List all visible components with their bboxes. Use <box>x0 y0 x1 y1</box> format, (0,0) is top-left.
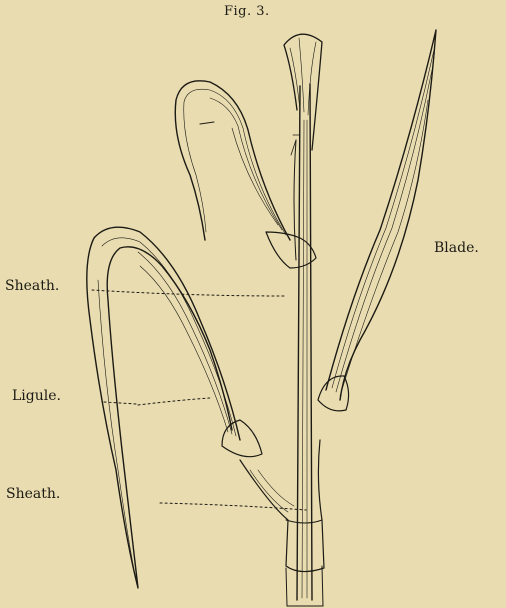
leader-lines <box>92 290 306 510</box>
culm-stem <box>286 84 323 606</box>
left-drooping-blade <box>87 227 262 588</box>
top-blade <box>284 34 322 260</box>
label-ligule: Ligule. <box>12 388 61 404</box>
label-blade: Blade. <box>434 240 479 256</box>
right-blade <box>318 30 436 411</box>
leader-ligule <box>138 398 210 405</box>
figure-title: Fig. 3. <box>224 4 270 19</box>
label-sheath-upper: Sheath. <box>5 278 59 294</box>
label-sheath-lower: Sheath. <box>6 486 60 502</box>
